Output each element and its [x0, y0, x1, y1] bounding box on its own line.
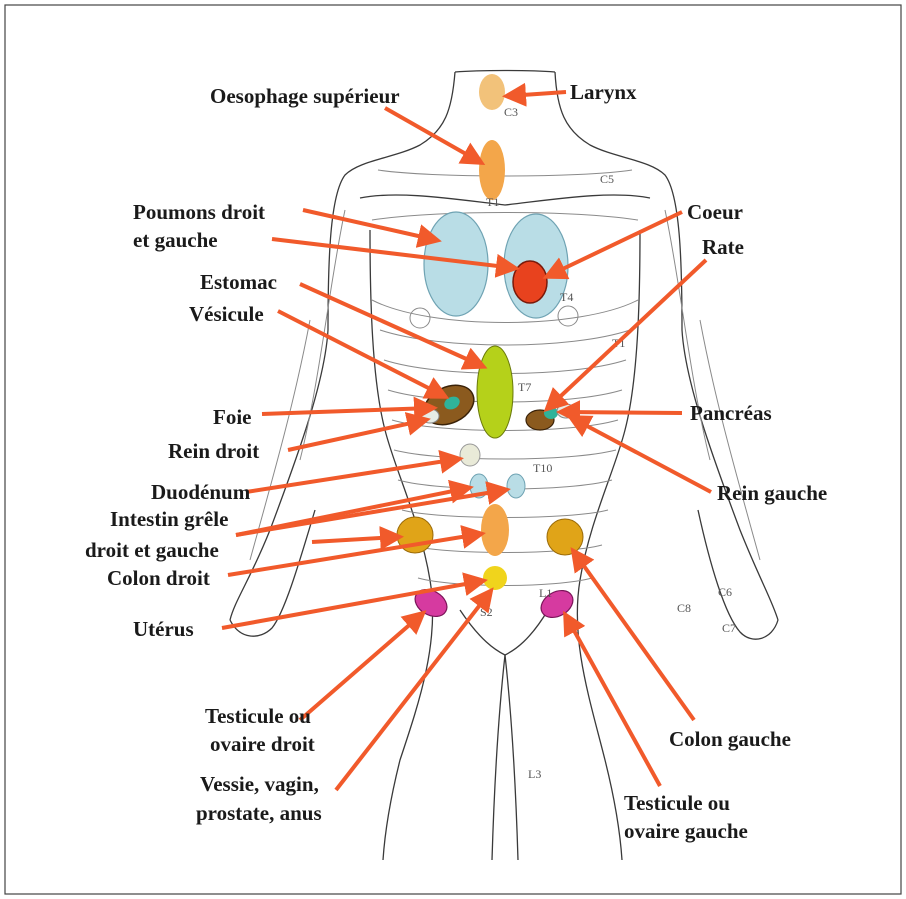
- label-estomac: Estomac: [200, 270, 277, 294]
- duodenum-organ: [460, 444, 480, 466]
- label-vessie-2: prostate, anus: [196, 801, 322, 825]
- label-foie: Foie: [213, 405, 251, 429]
- label-vesicule: Vésicule: [189, 302, 264, 326]
- segment-t10: T10: [533, 461, 552, 475]
- pancreas-organ: [544, 407, 558, 419]
- label-poumons-2: et gauche: [133, 228, 218, 252]
- heart-organ: [513, 261, 547, 303]
- label-testicule-droit-2: ovaire droit: [210, 732, 315, 756]
- label-rein-droit: Rein droit: [168, 439, 259, 463]
- segment-l3: L3: [528, 767, 541, 781]
- label-duodenum: Duodénum: [151, 480, 251, 504]
- label-larynx: Larynx: [570, 80, 637, 104]
- larynx-organ: [479, 74, 505, 110]
- segment-t1: T1: [486, 195, 499, 209]
- label-rein-gauche: Rein gauche: [717, 481, 827, 505]
- label-oesophage: Oesophage supérieur: [210, 84, 400, 108]
- segment-c8: C8: [677, 601, 691, 615]
- label-rate: Rate: [702, 235, 744, 259]
- uterus-organ: [483, 566, 507, 590]
- bladder-organ: [481, 504, 509, 556]
- label-intestin-2: droit et gauche: [85, 538, 219, 562]
- label-poumons-1: Poumons droit: [133, 200, 265, 224]
- segment-t4: T4: [560, 290, 573, 304]
- segment-c7: C7: [722, 621, 736, 635]
- label-testicule-gauche-1: Testicule ou: [624, 791, 730, 815]
- segment-t7: T7: [518, 380, 531, 394]
- label-testicule-gauche-2: ovaire gauche: [624, 819, 748, 843]
- label-coeur: Coeur: [687, 200, 743, 224]
- label-vessie-1: Vessie, vagin,: [200, 772, 319, 796]
- stomach-organ: [477, 346, 513, 438]
- segment-l1: L1: [539, 586, 552, 600]
- segment-c6: C6: [718, 585, 732, 599]
- label-pancreas: Pancréas: [690, 401, 772, 425]
- small-intestine-left-organ: [507, 474, 525, 498]
- label-testicule-droit-1: Testicule ou: [205, 704, 311, 728]
- oesophagus-organ: [479, 140, 505, 200]
- label-colon-droit: Colon droit: [107, 566, 210, 590]
- figure-border: [5, 5, 901, 894]
- segment-s2: S2: [480, 605, 493, 619]
- label-intestin-1: Intestin grêle: [110, 507, 228, 531]
- segment-c5: C5: [600, 172, 614, 186]
- label-colon-gauche: Colon gauche: [669, 727, 791, 751]
- left-colon-organ: [547, 519, 583, 555]
- label-uterus: Utérus: [133, 617, 194, 641]
- arrow-pancreas: [562, 412, 682, 413]
- segment-c3: C3: [504, 105, 518, 119]
